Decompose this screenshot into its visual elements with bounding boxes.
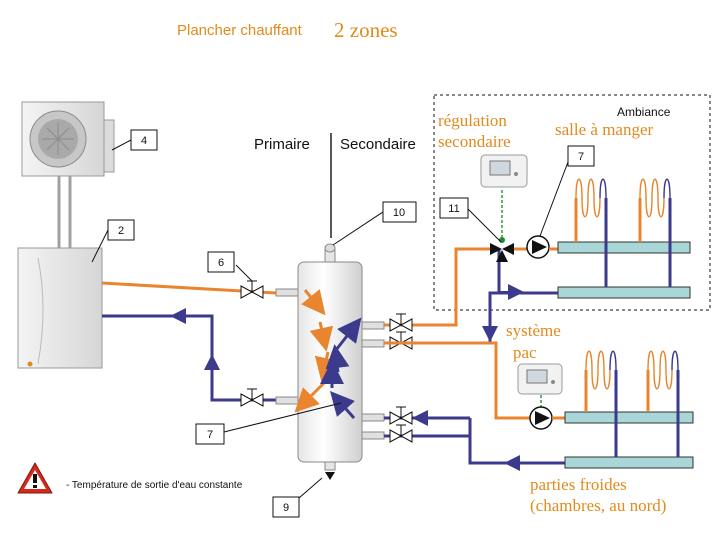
zone2-return-pipe bbox=[411, 434, 565, 465]
callout-box-6 bbox=[195, 423, 225, 445]
primary-label: Primaire bbox=[254, 136, 310, 153]
callout-box-9 bbox=[272, 496, 300, 518]
room-thermostat-zone2[interactable] bbox=[517, 363, 563, 395]
floor-heating-loop-zone1-a bbox=[574, 178, 608, 287]
floor-heating-loop-zone1-b bbox=[638, 178, 672, 287]
cold-zone-label-line1: parties froides bbox=[530, 475, 627, 494]
ambiance-label: Ambiance bbox=[617, 105, 671, 119]
circulator-pump-zone1[interactable] bbox=[526, 235, 550, 259]
circulator-pump-zone2[interactable] bbox=[529, 406, 553, 430]
callout-box-11 bbox=[439, 197, 469, 219]
callout-3: 4 bbox=[141, 135, 147, 147]
callout-box-10 bbox=[382, 201, 417, 223]
callout-6: 7 bbox=[207, 429, 213, 441]
return-manifold-zone2 bbox=[564, 456, 694, 469]
system-label-line2: pac bbox=[513, 343, 537, 362]
indoor-heat-pump-unit bbox=[17, 247, 103, 369]
valve-zone1-supply[interactable] bbox=[389, 313, 413, 332]
valve-zone2-return[interactable] bbox=[389, 424, 413, 443]
callout-leader-7 bbox=[539, 161, 569, 237]
valve-zone1-return[interactable] bbox=[389, 331, 413, 350]
callout-leader-2 bbox=[91, 229, 109, 263]
floor-heating-loop-zone2-b bbox=[646, 350, 680, 457]
outdoor-heat-pump-unit bbox=[21, 101, 115, 177]
callout-2: 2 bbox=[118, 225, 124, 237]
return-manifold-zone1 bbox=[557, 286, 691, 299]
cold-zone-label-line2: (chambres, au nord) bbox=[530, 496, 666, 515]
system-label-line1: système bbox=[506, 321, 561, 340]
valve-primary-return[interactable] bbox=[240, 388, 264, 407]
callout-box-4 bbox=[207, 251, 235, 273]
three-way-mixing-valve[interactable] bbox=[490, 237, 514, 262]
callout-leader-10 bbox=[332, 211, 384, 246]
room-thermostat-zone1[interactable] bbox=[480, 154, 528, 188]
regulation-label-line1: régulation bbox=[438, 111, 507, 130]
callout-9: 9 bbox=[283, 502, 289, 514]
callout-leader-6 bbox=[223, 402, 342, 433]
primary-return-pipe bbox=[102, 314, 276, 402]
title-main: Plancher chauffant bbox=[177, 22, 303, 39]
callout-leader-4 bbox=[235, 264, 253, 282]
floor-heating-loop-zone2-a bbox=[584, 350, 618, 457]
valve-zone2-supply[interactable] bbox=[389, 406, 413, 425]
callout-box-3 bbox=[130, 129, 158, 151]
callout-7: 7 bbox=[578, 151, 584, 163]
upper-zone-box bbox=[433, 94, 711, 311]
supply-manifold-zone2 bbox=[564, 411, 694, 424]
secondary-label: Secondaire bbox=[340, 136, 416, 153]
callout-4: 6 bbox=[218, 257, 224, 269]
callout-11: 11 bbox=[448, 203, 459, 215]
buffer-tank bbox=[275, 243, 385, 480]
room-label: salle à manger bbox=[555, 120, 654, 139]
callout-box-2 bbox=[107, 219, 135, 241]
supply-manifold-zone1 bbox=[557, 241, 691, 254]
warning-triangle-icon bbox=[17, 462, 53, 494]
zone1-supply-pipe bbox=[384, 247, 499, 327]
callout-10: 10 bbox=[393, 207, 405, 219]
valve-4[interactable] bbox=[240, 280, 264, 299]
title-emphasis: 2 zones bbox=[334, 18, 398, 42]
callout-leader-11 bbox=[467, 208, 502, 243]
regulation-label-line2: secondaire bbox=[438, 132, 511, 151]
callout-leader-9 bbox=[298, 477, 323, 499]
callout-box-7 bbox=[567, 145, 595, 167]
warning-text: - Température de sortie d'eau constante bbox=[66, 480, 243, 491]
callout-leader-3 bbox=[111, 139, 132, 151]
zone2-supply-pipe bbox=[411, 341, 530, 420]
